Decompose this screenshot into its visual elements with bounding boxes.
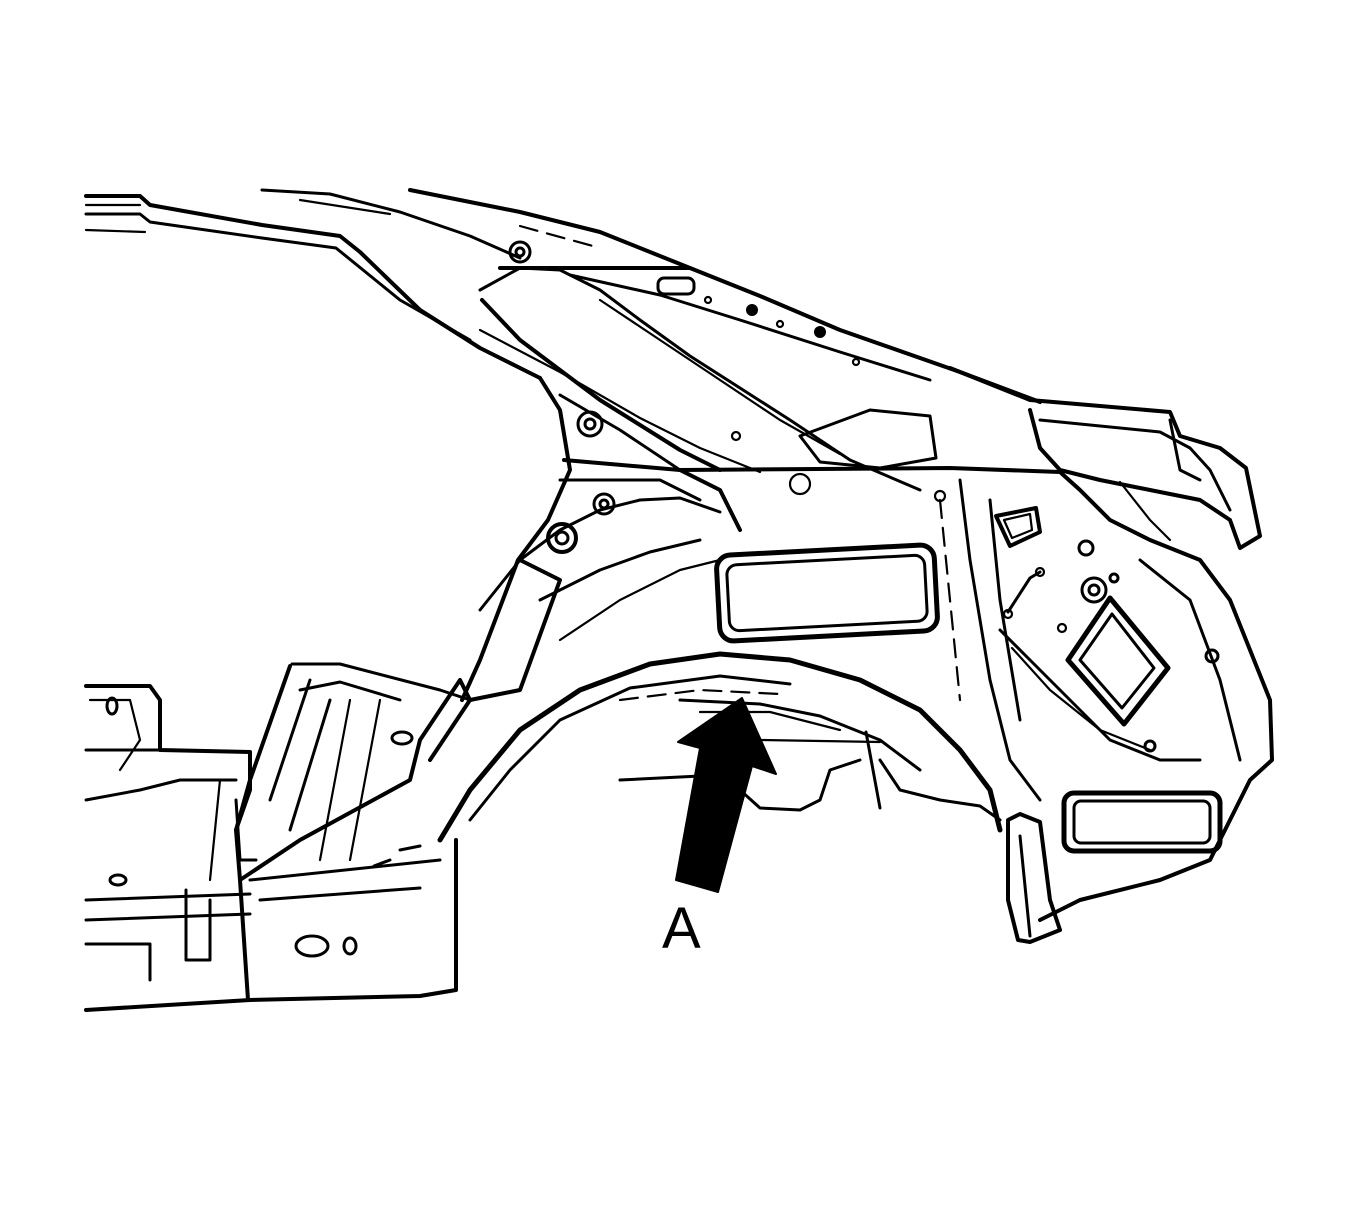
quarter-inner-panel xyxy=(678,466,1274,922)
rear-lower-extension xyxy=(1006,790,1223,944)
rear-upper-corner xyxy=(948,366,1262,550)
pillar-front-section xyxy=(468,458,742,702)
roof-rail xyxy=(84,188,692,380)
rocker-sill xyxy=(238,678,472,1002)
callout-label-a: A xyxy=(662,896,701,961)
quarter-upper-panel xyxy=(460,240,1042,702)
callout-arrow-a xyxy=(675,697,777,893)
floor-pan xyxy=(84,662,472,1012)
wheelhouse xyxy=(437,651,1003,843)
